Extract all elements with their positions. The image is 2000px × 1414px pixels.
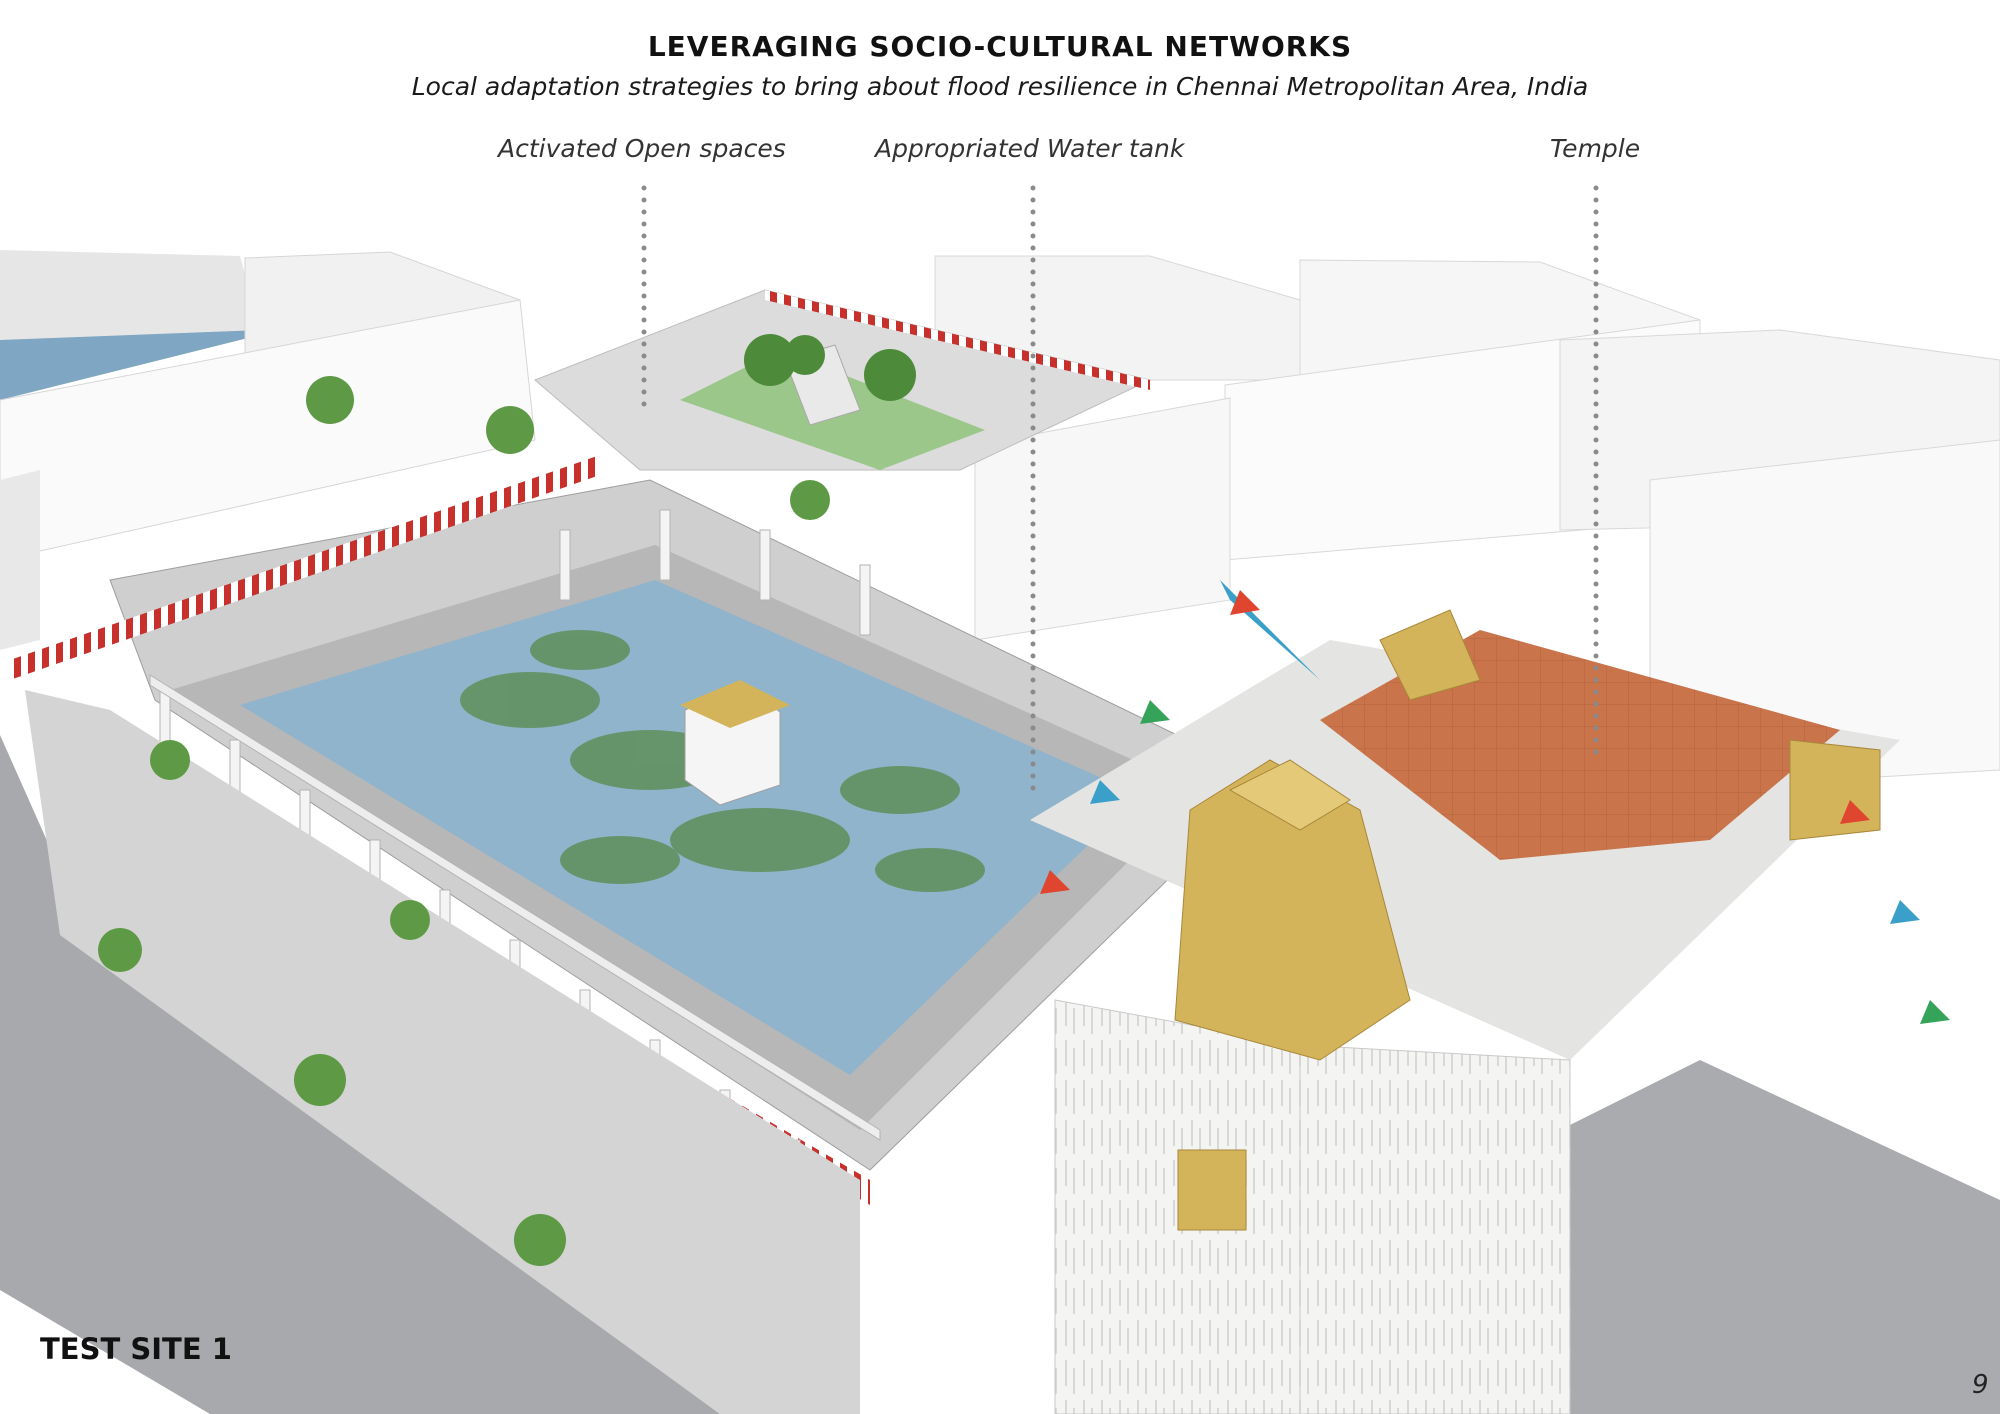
colonnade-beam xyxy=(149,674,881,1141)
temple-window xyxy=(1177,1149,1247,1231)
temple-gopuram xyxy=(1174,759,1411,1061)
callout-open-spaces: Activated Open spaces xyxy=(498,134,786,163)
main-road xyxy=(0,735,720,1414)
palm-trees xyxy=(744,334,916,401)
page-title: LEVERAGING SOCIO-CULTURAL NETWORKS xyxy=(647,30,1353,63)
temple-wall-side xyxy=(1299,1044,1571,1414)
gopuram-cap xyxy=(1228,759,1351,831)
temple-corner-dome-2 xyxy=(1789,739,1881,841)
page-subtitle: Local adaptation strategies to bring abo… xyxy=(411,72,1589,101)
mandapam-roof xyxy=(680,680,790,728)
street-trees xyxy=(98,376,830,1266)
festival-flags xyxy=(1040,580,1950,1024)
callout-water-tank: Appropriated Water tank xyxy=(875,134,1185,163)
sidewalk xyxy=(25,690,860,1414)
compound-wall-north xyxy=(10,455,600,680)
context-buildings xyxy=(0,251,2000,791)
ground-left xyxy=(0,250,260,340)
page-number: 9 xyxy=(1972,1370,1989,1400)
plaza-wall-stripe xyxy=(765,290,1150,390)
site-label: TEST SITE 1 xyxy=(40,1332,232,1366)
callout-temple: Temple xyxy=(1550,134,1641,163)
temple-corner-dome xyxy=(1379,609,1481,701)
